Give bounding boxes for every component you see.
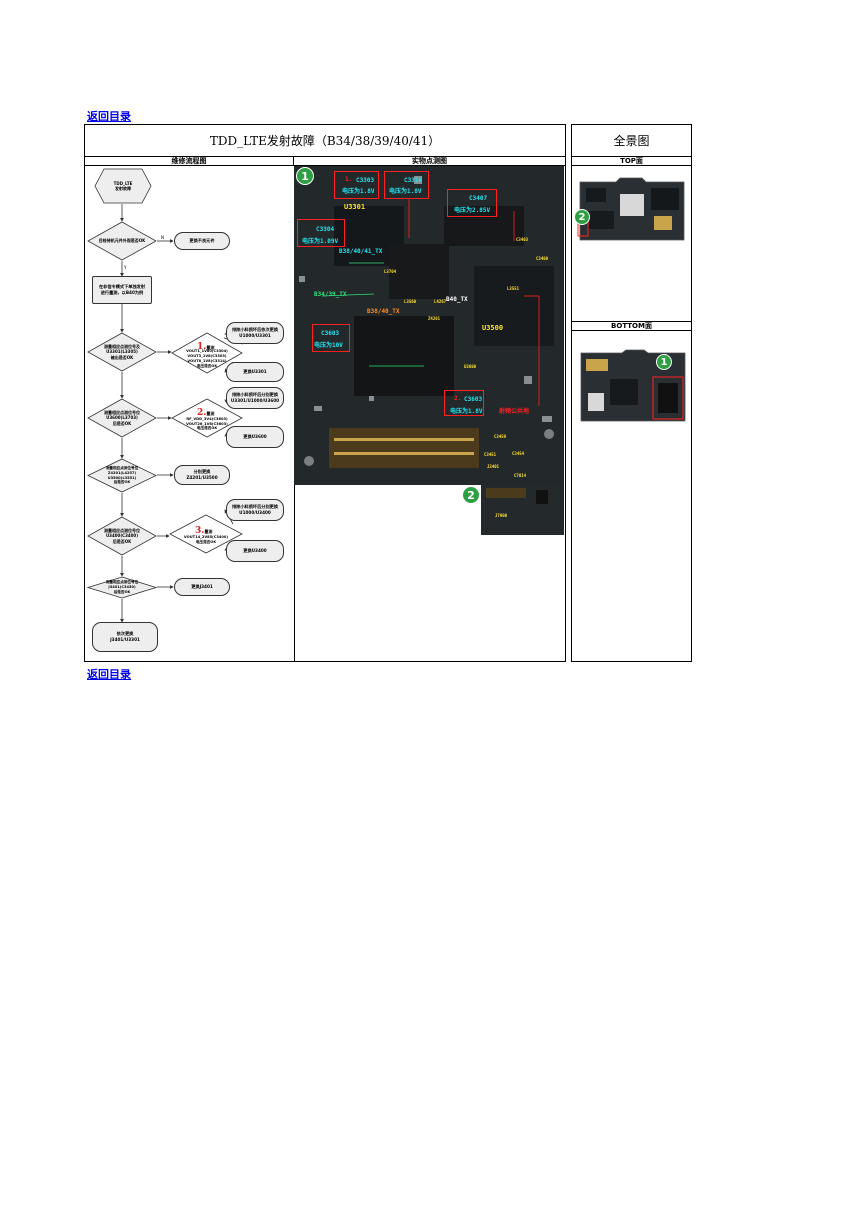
b38-label: B38/40/41_TX bbox=[339, 248, 383, 255]
c3304-box bbox=[297, 219, 345, 247]
flow-check-3-text: VOUT14_2V85(C3400) 电压是否OK bbox=[183, 535, 229, 544]
flow-decision-6: 测量相应点测位号位 J3401(C3450) 后是否OK bbox=[87, 576, 157, 599]
flow-check-2: 2.量测 RF_VDD_3V4(C3603) VOUT26_1V8(C3603)… bbox=[171, 398, 243, 438]
c3303-box bbox=[334, 171, 379, 199]
c3407-label: C3407 bbox=[469, 195, 488, 202]
top-side-header: TOP面 bbox=[572, 157, 691, 166]
c3603-voltage: 电压为10V bbox=[314, 342, 343, 349]
flow-result-3a: 排除小料损坏后分别更换 U3301/U1000/U3600 bbox=[226, 387, 284, 409]
no-label: N bbox=[161, 235, 164, 240]
small-label-13: L4267 bbox=[434, 299, 447, 304]
flow-end: 依次更换 J3401/U3301 bbox=[92, 622, 158, 652]
yes-label: Y bbox=[124, 265, 127, 270]
c3304-label: C3304 bbox=[316, 226, 335, 233]
c3407-box bbox=[447, 189, 497, 217]
flow-check-1-number: 1. bbox=[197, 342, 207, 352]
flow-check-1-text: VOUT1_1V80(C3304) VOUT3_1V8(C3303) VOUT8… bbox=[186, 349, 228, 368]
c3603-box bbox=[312, 324, 350, 352]
marker-1: 1 bbox=[296, 167, 314, 185]
b40-label: B40_TX bbox=[446, 296, 468, 303]
small-label-11: C7014 bbox=[514, 473, 527, 478]
c3303-label: C3303 bbox=[356, 177, 375, 184]
main-title: TDD_LTE发射故障（B34/38/39/40/41） bbox=[85, 125, 565, 157]
small-label-6: C3459 bbox=[494, 434, 507, 439]
flow-result-5a: 排除小料损坏后分别更换 U1000/U3400 bbox=[226, 499, 284, 521]
flow-decision-5: 测量相应点测位号位 U3400(C3400) 后是否OK bbox=[87, 516, 157, 556]
flow-decision-1-label: 目检待机元件外观是否OK bbox=[98, 238, 146, 244]
pcb-photo-main: 1 1. C3303 电压为1.8V C3314 电压为1.8V C3407 电… bbox=[294, 166, 564, 485]
flow-decision-6-label: 测量相应点测位号位 J3401(C3450) 后是否OK bbox=[105, 580, 139, 594]
flow-check-2-title: 量测 bbox=[206, 411, 215, 416]
flow-result-2a: 排除小料损坏后依次更换 U1000/U3301 bbox=[226, 322, 284, 344]
c3603b-box bbox=[444, 390, 484, 416]
c3603-label: C3603 bbox=[321, 330, 340, 337]
u3301-label: U3301 bbox=[344, 203, 366, 211]
bottom-marker: 1 bbox=[656, 354, 672, 370]
small-label-7: U3600 bbox=[464, 364, 477, 369]
flow-check-3-title: 量测 bbox=[204, 529, 213, 534]
marker-2: 2 bbox=[462, 486, 480, 504]
small-label-8: C3451 bbox=[484, 452, 497, 457]
small-label-3: L3704 bbox=[384, 269, 397, 274]
flow-result-1: 更换不良元件 bbox=[174, 232, 230, 250]
flow-result-5b: 更换U3400 bbox=[226, 540, 284, 562]
c3314-voltage: 电压为1.8V bbox=[389, 188, 422, 195]
small-label-9: C3454 bbox=[512, 451, 525, 456]
photo-column-header: 实物点测图 bbox=[294, 157, 565, 166]
small-label-1: C3400 bbox=[536, 256, 549, 261]
flow-start-label: TDD_LTE 发射故障 bbox=[113, 180, 133, 191]
flow-decision-2: 测量相应点测位号及 U3301(L3305) 输出是否OK bbox=[87, 332, 157, 372]
flow-start: TDD_LTE 发射故障 bbox=[94, 168, 152, 204]
c3603b-label: C3603 bbox=[464, 396, 483, 403]
flow-check-2-text: RF_VDD_3V4(C3603) VOUT26_1V8(C3603) 电压是否… bbox=[186, 416, 228, 431]
bottom-side-header: BOTTOM面 bbox=[572, 321, 691, 331]
small-label-4: Z4201 bbox=[428, 316, 441, 321]
flow-column-header: 维修流程图 bbox=[85, 157, 294, 166]
c3304-voltage: 电压为1.09V bbox=[302, 238, 339, 245]
flow-result-4: 分别更换 Z4201/U3500 bbox=[174, 465, 230, 485]
b38b-label: B38/40_TX bbox=[367, 308, 400, 315]
small-label-5: L3560 bbox=[404, 299, 417, 304]
c3407-voltage: 电压为2.85V bbox=[454, 207, 491, 214]
flow-check-1-title: 量测 bbox=[206, 345, 215, 350]
shared-ground-label: 射频公共地 bbox=[499, 408, 530, 415]
small-label-2: L3551 bbox=[507, 286, 520, 291]
c3303-num: 1. bbox=[345, 176, 353, 183]
flow-decision-1: 目检待机元件外观是否OK bbox=[87, 221, 157, 261]
c3314-label: C3314 bbox=[404, 177, 423, 184]
small-label-0: C3403 bbox=[516, 237, 529, 242]
overview-title: 全景图 bbox=[572, 125, 691, 157]
flow-check-1: 1.量测 VOUT1_1V80(C3304) VOUT3_1V8(C3303) … bbox=[171, 332, 243, 374]
back-to-index-link-top[interactable]: 返回目录 bbox=[87, 110, 131, 123]
b34-label: B34/39_TX bbox=[314, 291, 347, 298]
flow-decision-3: 测量相应点测位号位 U3600(L3703) 后是否OK bbox=[87, 398, 157, 438]
flow-decision-2-label: 测量相应点测位号及 U3301(L3305) 输出是否OK bbox=[104, 343, 140, 360]
flow-result-6: 更换J3401 bbox=[174, 578, 230, 596]
flow-check-3-number: 3. bbox=[195, 526, 205, 536]
small-label-12: J7900 bbox=[495, 513, 508, 518]
c3603b-voltage: 电压为1.8V bbox=[450, 408, 483, 415]
flow-result-2b: 更换U3301 bbox=[226, 362, 284, 382]
flow-check-3: 3.量测 VOUT14_2V85(C3400) 电压是否OK bbox=[169, 514, 243, 554]
c3603b-num: 2. bbox=[454, 395, 462, 402]
flow-result-3b: 更换U3600 bbox=[226, 426, 284, 448]
back-to-index-link-bottom[interactable]: 返回目录 bbox=[87, 668, 131, 681]
flow-decision-4: 测量相应点测位号位 Z4201(L4257) U3500(L3551) 后是否O… bbox=[87, 458, 157, 493]
flowchart: TDD_LTE 发射故障 目检待机元件外观是否OK 更换不良元件 在非信令模式下… bbox=[85, 166, 293, 660]
small-label-10: J3401 bbox=[487, 464, 500, 469]
c3314-box bbox=[384, 171, 429, 199]
flow-decision-3-label: 测量相应点测位号位 U3600(L3703) 后是否OK bbox=[104, 409, 140, 426]
flow-decision-4-label: 测量相应点测位号位 Z4201(L4257) U3500(L3551) 后是否O… bbox=[105, 465, 139, 485]
c3303-voltage: 电压为1.8V bbox=[342, 188, 375, 195]
flow-decision-5-label: 测量相应点测位号位 U3400(C3400) 后是否OK bbox=[104, 527, 140, 544]
top-marker: 2 bbox=[574, 209, 590, 225]
top-board-image bbox=[576, 176, 688, 248]
flow-check-2-number: 2. bbox=[197, 408, 207, 418]
u3500-label: U3500 bbox=[482, 324, 504, 332]
pcb-photo-secondary: J7900 bbox=[481, 485, 564, 535]
flow-process-1: 在非信令模式下单独发射 进行量测，以B40为例 bbox=[92, 276, 152, 304]
